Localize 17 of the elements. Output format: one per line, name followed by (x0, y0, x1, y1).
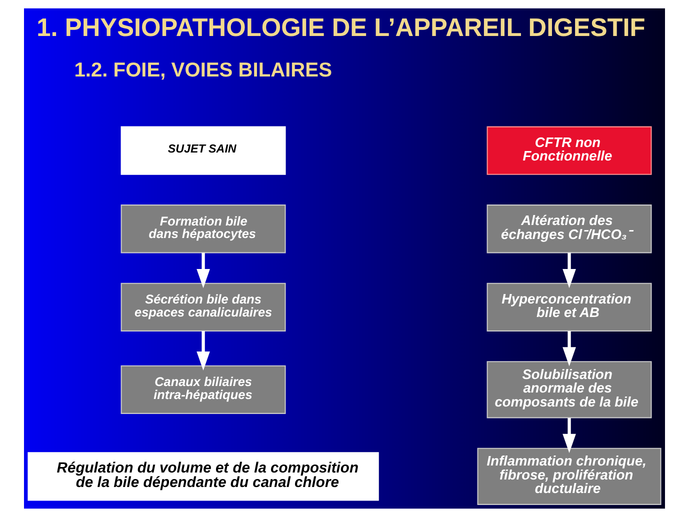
node-box: Formation bile dans hépatocytes (120, 204, 286, 254)
label: 1.2. FOIE, VOIES BILAIRES (74, 59, 332, 82)
arrow (562, 418, 576, 453)
node-box: Hyperconcentration bile et AB (486, 282, 652, 332)
node-box: CFTR non Fonctionnelle (486, 126, 652, 175)
node-box: Inflammation chronique, fibrose, prolifération ductulaire (477, 448, 662, 505)
arrow (196, 331, 210, 371)
arrow (562, 252, 576, 288)
node-box: Canaux biliaires intra-hépatiques (120, 365, 286, 414)
diagram-title: 1. PHYSIOPATHOLOGIE DE L’APPAREIL DIGESTIF (36, 14, 646, 42)
node-box: SUJET SAIN (120, 126, 286, 175)
node-box: Altération des échanges Cl⁻/HCO₃⁻ (486, 204, 652, 254)
node-box: Sécrétion bile dans espaces canaliculaires (120, 282, 286, 332)
node-box: Solubilisation anormale des composants de la bile (486, 361, 652, 418)
arrow (196, 252, 210, 288)
node-box: Régulation du volume et de la composition de la bile dépendante du canal chlore (28, 452, 379, 501)
arrow (562, 331, 576, 366)
